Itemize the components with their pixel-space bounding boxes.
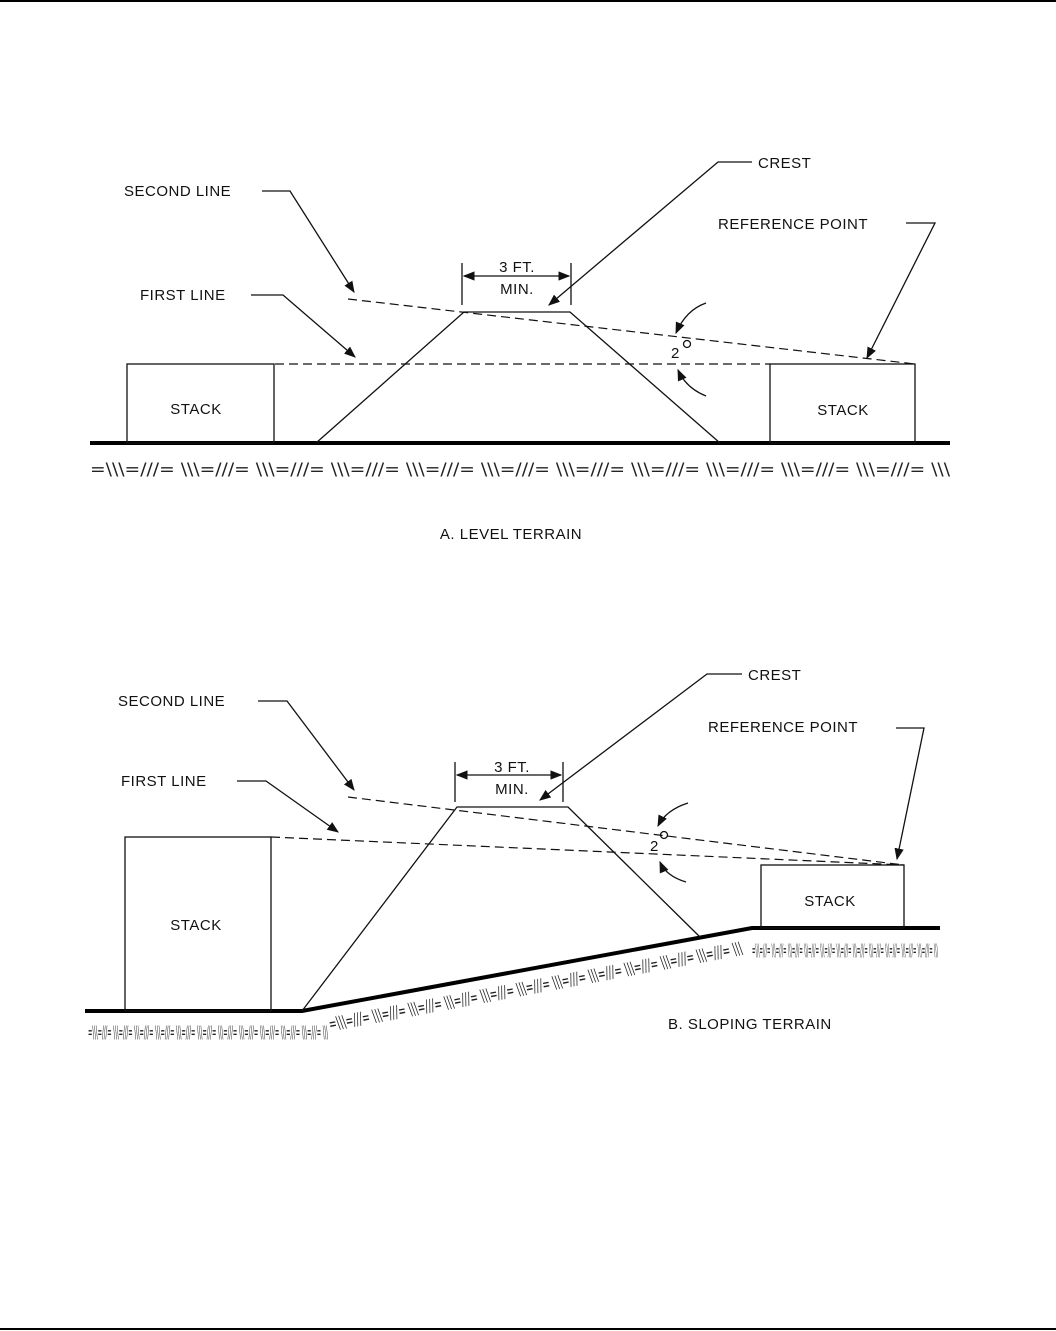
width-label-bottom: MIN. bbox=[495, 781, 529, 798]
first-line-leader bbox=[237, 780, 339, 833]
ground-hatching-low: =\\\=///= \\\=///= \\\=///= \\\=///= \\\… bbox=[88, 1023, 328, 1043]
degree-symbol bbox=[682, 339, 692, 349]
angle-arrow-upper bbox=[675, 302, 707, 335]
crest-leader bbox=[539, 673, 742, 801]
angle-arrow-upper bbox=[657, 802, 689, 828]
reference-point-leader bbox=[894, 727, 925, 861]
angle-arrow-lower bbox=[659, 860, 687, 883]
second-line-label: SECOND LINE bbox=[118, 693, 225, 710]
first-line-label: FIRST LINE bbox=[121, 773, 207, 790]
panel-sloping-terrain: =\\\=///= \\\=///= \\\=///= \\\=///= \\\… bbox=[85, 667, 940, 1043]
second-line bbox=[347, 298, 916, 365]
panel-a-caption: A. LEVEL TERRAIN bbox=[440, 526, 582, 543]
stack-left-label: STACK bbox=[170, 401, 221, 418]
stack-right-label: STACK bbox=[817, 402, 868, 419]
angle-arrow-lower bbox=[677, 368, 707, 397]
ground-hatching-high: =\\\=///= \\\=///= \\\=///= \\\=///= \\\… bbox=[752, 941, 938, 961]
stack-right-label: STACK bbox=[804, 893, 855, 910]
width-label-top: 3 FT. bbox=[499, 259, 535, 276]
stack-left-label: STACK bbox=[170, 917, 221, 934]
reference-point-label: REFERENCE POINT bbox=[708, 719, 858, 736]
ground-hatching: =\\\=///= \\\=///= \\\=///= \\\=///= \\\… bbox=[90, 460, 950, 480]
barricade-profile bbox=[301, 806, 701, 1012]
stack-left bbox=[126, 363, 275, 444]
stack-right bbox=[760, 864, 905, 929]
reference-point-label: REFERENCE POINT bbox=[718, 216, 868, 233]
angle-label: 2 bbox=[671, 345, 680, 362]
crest-label: CREST bbox=[758, 155, 811, 172]
second-line-label: SECOND LINE bbox=[124, 183, 231, 200]
angle-label: 2 bbox=[650, 838, 659, 855]
reference-point-leader bbox=[866, 222, 937, 360]
width-label-bottom: MIN. bbox=[500, 281, 534, 298]
barricade-profile bbox=[315, 311, 721, 444]
crest-label: CREST bbox=[748, 667, 801, 684]
second-line bbox=[347, 796, 905, 866]
panel-b-caption: B. SLOPING TERRAIN bbox=[668, 1016, 832, 1033]
degree-symbol bbox=[659, 830, 669, 840]
crest-leader bbox=[548, 161, 752, 306]
first-line bbox=[270, 836, 905, 866]
panel-level-terrain: =\\\=///= \\\=///= \\\=///= \\\=///= \\\… bbox=[90, 155, 950, 543]
second-line-leader bbox=[262, 190, 355, 293]
second-line-leader bbox=[258, 700, 355, 791]
stack-left bbox=[124, 836, 272, 1012]
first-line-label: FIRST LINE bbox=[140, 287, 226, 304]
width-label-top: 3 FT. bbox=[494, 759, 530, 776]
stack-right bbox=[769, 363, 916, 444]
first-line-leader bbox=[251, 294, 356, 358]
